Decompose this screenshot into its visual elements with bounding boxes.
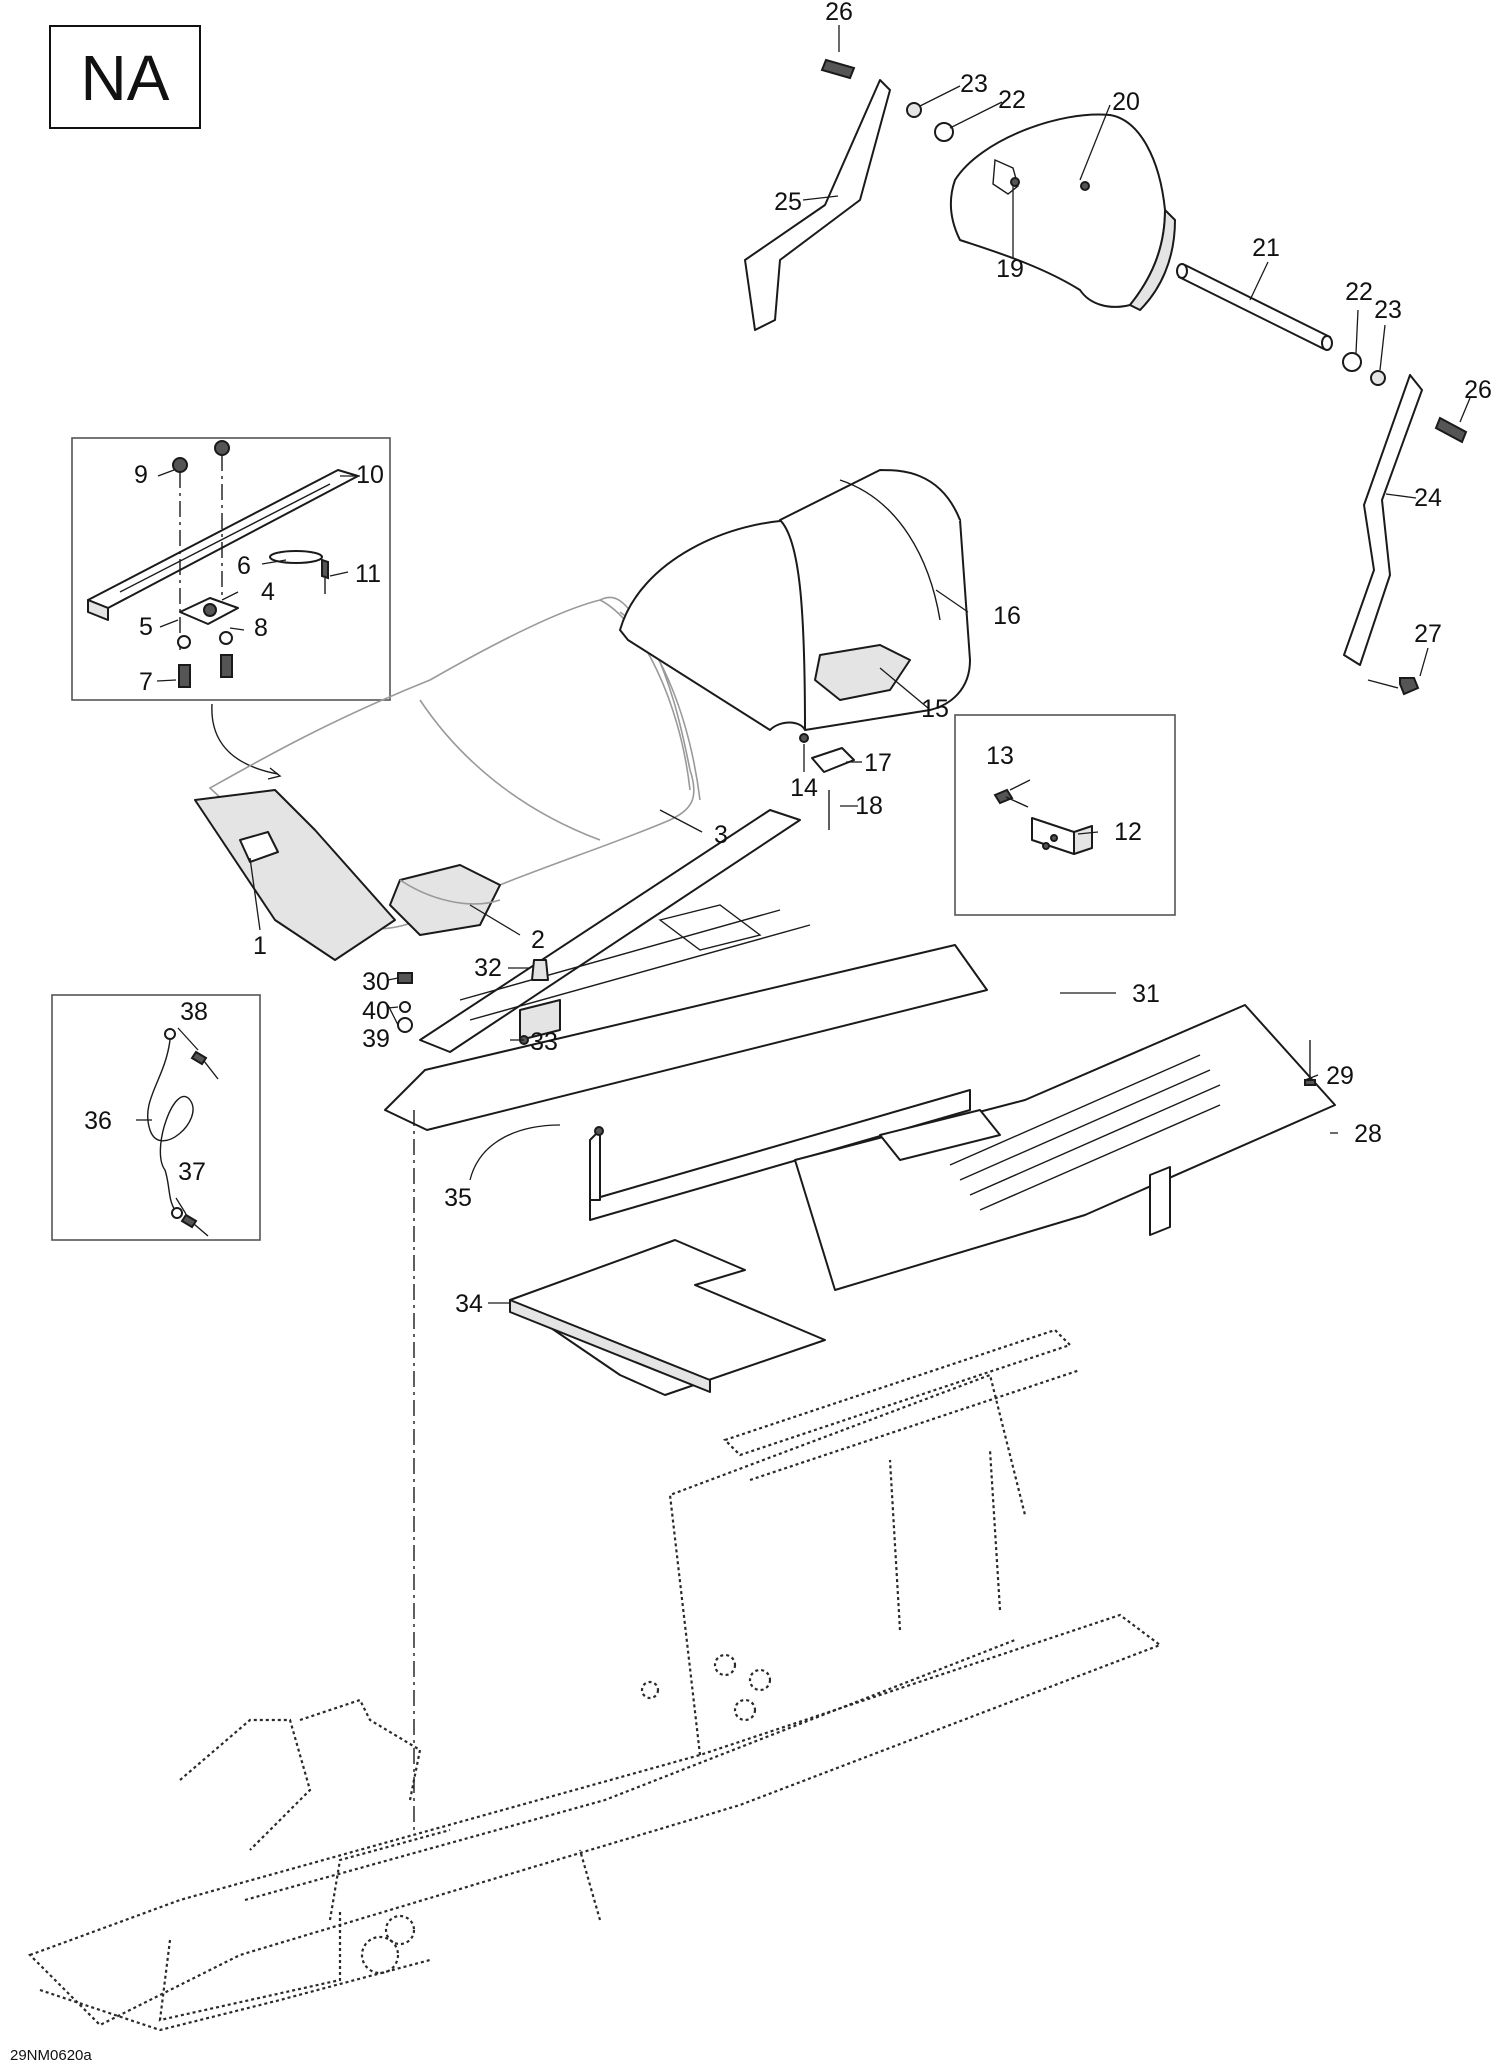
callout-1: 1 — [253, 932, 267, 960]
seat-front-assembly — [194, 789, 501, 961]
callout-6: 6 — [237, 552, 251, 580]
callout-15: 15 — [921, 695, 949, 723]
inset-box-latch-hardware — [71, 437, 391, 701]
callout-40: 40 — [362, 997, 390, 1025]
foam-pad — [509, 1239, 826, 1396]
backrest-arms — [744, 79, 1423, 666]
callout-38: 38 — [180, 998, 208, 1026]
callout-27: 27 — [1414, 620, 1442, 648]
seat-fasteners — [397, 747, 855, 1045]
callout-29: 29 — [1326, 1062, 1354, 1090]
callout-22-right: 22 — [1345, 278, 1373, 306]
rear-storage-bag — [619, 469, 971, 743]
callout-32: 32 — [474, 954, 502, 982]
backrest-shaft — [1176, 263, 1333, 351]
callout-19: 19 — [996, 255, 1024, 283]
inset-link-curve — [211, 703, 279, 775]
callout-9: 9 — [134, 461, 148, 489]
callout-13: 13 — [986, 742, 1014, 770]
inset-link-arrowhead — [267, 767, 282, 780]
callout-37: 37 — [178, 1158, 206, 1186]
tether-cable — [146, 1028, 219, 1237]
backrest-pad — [949, 113, 1176, 311]
callout-31: 31 — [1132, 980, 1160, 1008]
callout-33: 33 — [530, 1028, 558, 1056]
snowmobile-chassis — [28, 1328, 1163, 2032]
callout-22-top: 22 — [998, 86, 1026, 114]
callout-3: 3 — [714, 821, 728, 849]
callout-30: 30 — [362, 968, 390, 996]
seat-base-frame — [384, 809, 988, 1221]
callout-28: 28 — [1354, 1120, 1382, 1148]
rear-tray-rack — [794, 1004, 1336, 1291]
callout-numbers: 26 23 22 20 19 25 21 22 23 26 24 27 9 10… — [84, 0, 1492, 1318]
callout-8: 8 — [254, 614, 268, 642]
region-label-box: NA — [49, 25, 201, 129]
callout-7: 7 — [139, 668, 153, 696]
hinge-assembly — [993, 788, 1093, 855]
callout-11: 11 — [355, 560, 381, 588]
callout-26-top: 26 — [825, 0, 853, 26]
callout-36: 36 — [84, 1107, 112, 1135]
callout-18: 18 — [855, 792, 883, 820]
region-label: NA — [81, 42, 170, 114]
callout-5: 5 — [139, 613, 153, 641]
callout-24: 24 — [1414, 484, 1442, 512]
callout-2: 2 — [531, 926, 545, 954]
callout-4: 4 — [261, 578, 275, 606]
callout-16: 16 — [993, 602, 1021, 630]
leader-lines — [136, 25, 1471, 1304]
callout-35: 35 — [444, 1184, 472, 1212]
drawing-code: 29NM0620a — [10, 2047, 92, 2064]
callout-14: 14 — [790, 774, 818, 802]
callout-39: 39 — [362, 1025, 390, 1053]
bolts — [820, 58, 1468, 696]
callout-17: 17 — [864, 749, 892, 777]
latch-bracket-assembly — [87, 440, 359, 688]
callout-26-right: 26 — [1464, 376, 1492, 404]
callout-23-top: 23 — [960, 70, 988, 98]
callout-34: 34 — [455, 1290, 483, 1318]
callout-10: 10 — [356, 461, 384, 489]
callout-12: 12 — [1114, 818, 1142, 846]
callout-20: 20 — [1112, 88, 1140, 116]
washers — [906, 102, 1386, 386]
callout-23-right: 23 — [1374, 296, 1402, 324]
inset-box-tether-cable — [51, 994, 261, 1241]
callout-21: 21 — [1252, 234, 1280, 262]
callout-25: 25 — [774, 188, 802, 216]
inset-box-hinge — [954, 714, 1176, 916]
